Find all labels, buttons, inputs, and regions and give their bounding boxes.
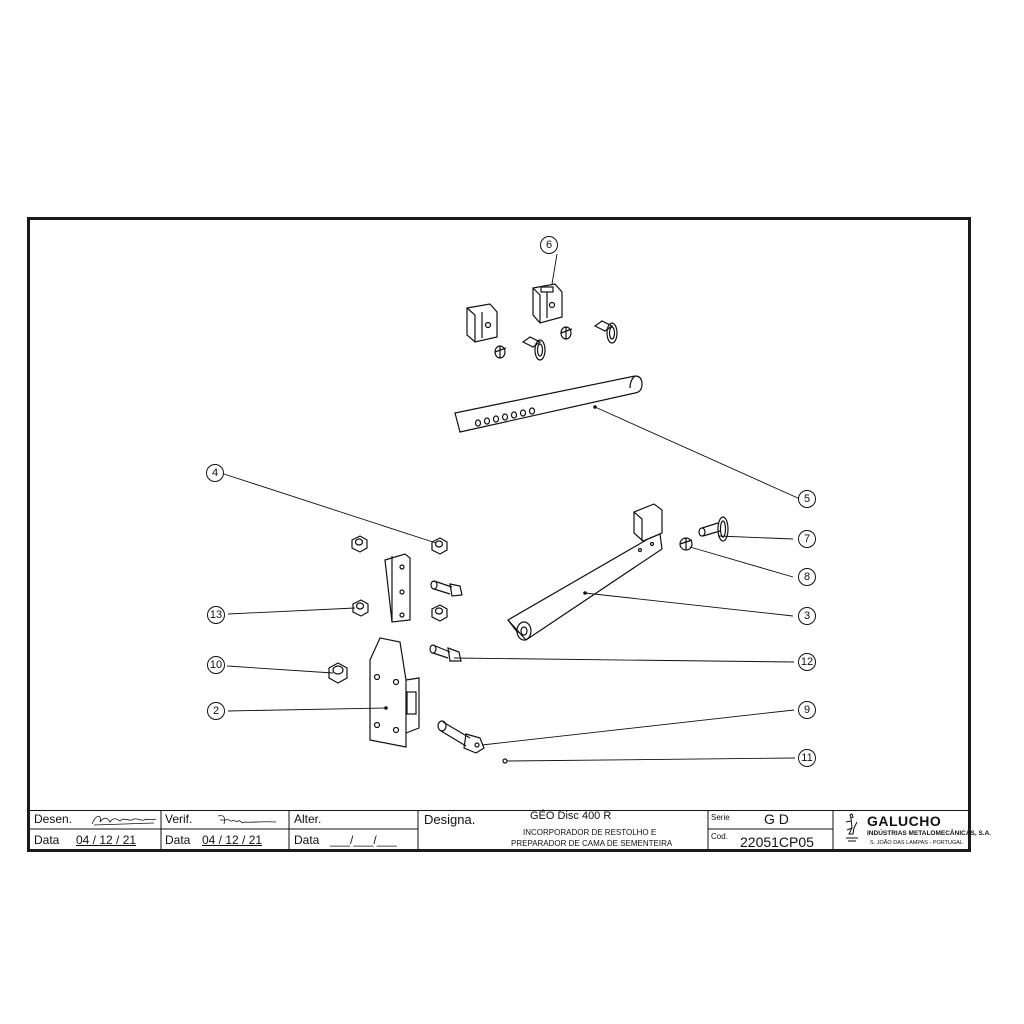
- bolts: [429, 580, 463, 662]
- part-7-pin: [698, 516, 729, 542]
- cod-value: 22051CP05: [740, 834, 814, 850]
- galucho-logo-icon: [845, 813, 858, 842]
- company-location: S. JOÃO DAS LAMPAS - PORTUGAL: [870, 840, 964, 846]
- callout-13: 13: [207, 606, 225, 624]
- company-subtitle: INDÚSTRIAS METALOMECÂNICAS, S.A.: [867, 830, 992, 837]
- callout-6: 6: [540, 236, 558, 254]
- signature-desen: [91, 815, 157, 826]
- part-6-clevis-blocks: [466, 283, 563, 343]
- callout-7: 7: [798, 530, 816, 548]
- verif-label: Verif.: [165, 812, 193, 826]
- drawing-sheet: 6 4 5 7 8 3 13 12 10 2 9 11 Desen. Verif…: [27, 217, 991, 852]
- callout-3: 3: [798, 607, 816, 625]
- callout-11: 11: [798, 749, 816, 767]
- designation-title: GÉO Disc 400 R: [530, 810, 612, 822]
- nuts: [328, 535, 448, 684]
- callout-4: 4: [206, 464, 224, 482]
- serie-label: Serie: [711, 813, 730, 822]
- part-5-bar: [454, 375, 643, 433]
- part-6-pins-and-clips: [494, 320, 618, 361]
- part-2-support-plate: [369, 553, 420, 748]
- callout-10: 10: [207, 656, 225, 674]
- alter-label: Alter.: [294, 812, 322, 826]
- designation-line-1: INCORPORADOR DE RESTOLHO E: [523, 828, 657, 837]
- part-11-split-pin: [502, 758, 508, 764]
- designation-line-2: PREPARADOR DE CAMA DE SEMENTEIRA: [511, 839, 673, 848]
- callout-2: 2: [207, 702, 225, 720]
- company-name: GALUCHO: [867, 813, 942, 829]
- desen-label: Desen.: [34, 812, 73, 826]
- alter-data-label: Data: [294, 833, 320, 847]
- serie-value: G D: [764, 811, 789, 827]
- part-8-clip: [679, 537, 693, 551]
- desen-data-label: Data: [34, 833, 60, 847]
- alter-date: ___/___/___: [330, 833, 397, 847]
- signature-verif: [217, 815, 277, 825]
- part-9-large-bolt: [437, 720, 485, 754]
- verif-data-label: Data: [165, 833, 191, 847]
- leader-lines: [223, 253, 801, 762]
- callout-9: 9: [798, 701, 816, 719]
- callout-5: 5: [798, 490, 816, 508]
- desen-date: 04 / 12 / 21: [76, 833, 137, 847]
- designa-label: Designa.: [424, 812, 476, 827]
- cod-label: Cod.: [711, 832, 728, 841]
- part-3-arm: [507, 503, 663, 641]
- callout-8: 8: [798, 568, 816, 586]
- callout-12: 12: [798, 653, 816, 671]
- exploded-parts-drawing: [223, 253, 801, 764]
- title-block-grid: [30, 810, 968, 849]
- verif-date: 04 / 12 / 21: [202, 833, 263, 847]
